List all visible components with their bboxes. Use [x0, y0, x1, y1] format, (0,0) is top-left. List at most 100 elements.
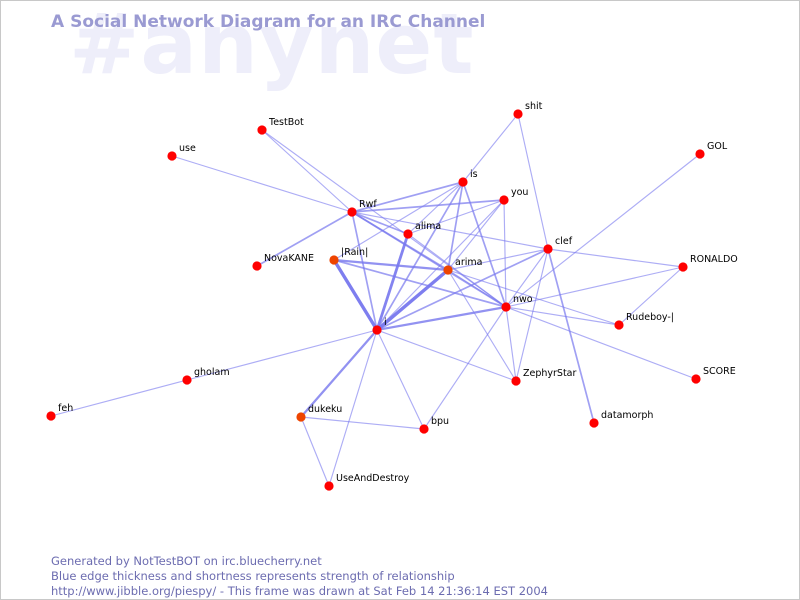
- edge-Rain-nwo: [333, 259, 507, 308]
- node-dot: [501, 302, 511, 312]
- node-label: shit: [525, 101, 543, 112]
- node-shit: shit: [513, 101, 543, 119]
- edge-clef-RONALDO: [547, 248, 684, 268]
- footer-legend-note: Blue edge thickness and shortness repres…: [51, 569, 455, 583]
- node-NovaKANE: NovaKANE: [252, 253, 314, 271]
- node-dot: [513, 109, 523, 119]
- node-dot: [499, 195, 509, 205]
- node-you: you: [499, 187, 528, 205]
- node-label: alima: [415, 221, 441, 232]
- edge-nwo-Rudeboy: [505, 306, 620, 326]
- node-label: Rwf: [359, 199, 377, 210]
- node-label: GOL: [707, 141, 728, 152]
- node-label: TestBot: [268, 117, 304, 128]
- node-dot: [329, 255, 339, 265]
- node-label: nwo: [513, 294, 533, 305]
- node-label: bpu: [431, 416, 449, 427]
- edge-dukeku-UseAndDestroy: [300, 416, 330, 487]
- node-dot: [167, 151, 177, 161]
- node-GOL: GOL: [695, 141, 728, 159]
- node-label: is: [470, 169, 478, 180]
- edge-dukeku-bpu: [300, 416, 425, 430]
- diagram-title: A Social Network Diagram for an IRC Chan…: [51, 12, 486, 32]
- edge-i-gholam: [186, 329, 378, 381]
- node-feh: feh: [46, 403, 73, 421]
- edge-nwo-ZephyrStar: [505, 306, 517, 382]
- node-bpu: bpu: [419, 416, 449, 434]
- node-dot: [257, 125, 267, 135]
- edge-nwo-RONALDO: [505, 266, 684, 308]
- edge-i-ZephyrStar: [376, 329, 517, 382]
- footer-generated-by: Generated by NotTestBOT on irc.bluecherr…: [51, 554, 322, 568]
- node-label: UseAndDestroy: [336, 473, 410, 484]
- node-label: dukeku: [308, 404, 342, 415]
- edge-shit-clef: [517, 113, 549, 250]
- edge-clef-datamorph: [547, 248, 595, 424]
- edge-you-nwo: [503, 199, 507, 308]
- node-datamorph: datamorph: [589, 410, 653, 428]
- edge-nwo-i: [375, 305, 508, 332]
- node-Rudeboy: Rudeboy-|: [614, 312, 674, 330]
- node-label: you: [511, 187, 528, 198]
- edge-arima-nwo: [447, 269, 507, 308]
- node-dot: [691, 374, 701, 384]
- edge-GOL-nwo: [505, 153, 701, 308]
- node-label: gholam: [194, 367, 230, 378]
- node-TestBot: TestBot: [257, 117, 304, 135]
- node-label: Rudeboy-|: [626, 312, 674, 323]
- node-dot: [589, 418, 599, 428]
- node-ZephyrStar: ZephyrStar: [511, 368, 577, 386]
- edge-clef-arima: [447, 248, 549, 271]
- node-dot: [182, 375, 192, 385]
- node-label: RONALDO: [690, 254, 738, 265]
- node-dot: [695, 149, 705, 159]
- edge-nwo-bpu: [423, 306, 507, 430]
- edge-arima-ZephyrStar: [447, 269, 517, 382]
- edge-is-Rwf: [351, 181, 464, 213]
- node-dot: [614, 320, 624, 330]
- node-label: feh: [58, 403, 73, 414]
- edge-clef-i: [376, 248, 549, 331]
- edge-you-Rwf: [351, 199, 505, 213]
- node-dot: [46, 411, 56, 421]
- edge-arima-Rudeboy: [447, 269, 620, 326]
- node-dot: [296, 412, 306, 422]
- node-label: arima: [455, 257, 482, 268]
- edge-Rain-arima: [332, 258, 450, 272]
- node-dot: [372, 325, 382, 335]
- edge-arima-i: [375, 268, 450, 332]
- node-label: use: [179, 143, 196, 154]
- node-gholam: gholam: [182, 367, 230, 385]
- node-label: SCORE: [703, 366, 736, 377]
- node-dot: [347, 207, 357, 217]
- edges-layer: [50, 113, 701, 487]
- footer: Generated by NotTestBOT on irc.bluecherr…: [51, 554, 548, 599]
- edge-i-dukeku: [299, 328, 379, 419]
- node-Rain: |Rain|: [329, 247, 368, 265]
- edge-gholam-feh: [50, 379, 188, 417]
- edge-is-alima: [407, 181, 464, 235]
- edge-is-i: [376, 181, 464, 331]
- node-label: clef: [555, 236, 573, 247]
- edge-clef-nwo: [505, 248, 549, 308]
- edge-i-bpu: [376, 329, 425, 430]
- node-alima: alima: [403, 221, 441, 239]
- edge-alima-i: [375, 232, 410, 332]
- edge-TestBot-Rwf: [261, 129, 353, 213]
- edge-shit-is: [462, 113, 519, 183]
- node-dot: [511, 376, 521, 386]
- node-dot: [458, 177, 468, 187]
- edge-i-UseAndDestroy: [328, 329, 378, 487]
- node-label: |Rain|: [341, 247, 368, 258]
- node-i: i: [372, 317, 387, 335]
- node-dot: [543, 244, 553, 254]
- node-label: ZephyrStar: [523, 368, 577, 379]
- node-use: use: [167, 143, 196, 161]
- node-clef: clef: [543, 236, 573, 254]
- node-dukeku: dukeku: [296, 404, 342, 422]
- node-SCORE: SCORE: [691, 366, 736, 384]
- edge-alima-nwo: [407, 233, 507, 308]
- node-label: NovaKANE: [264, 253, 314, 264]
